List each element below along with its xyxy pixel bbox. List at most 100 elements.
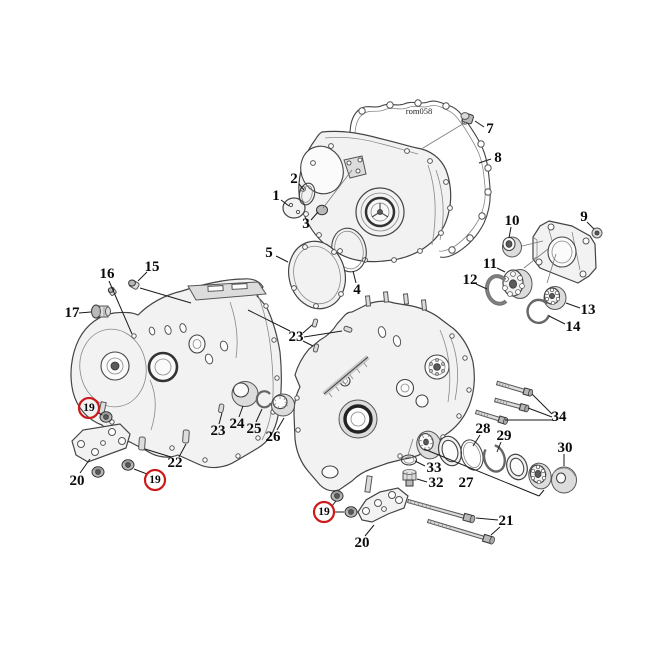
o-ring-part-2 [298, 182, 316, 206]
part-number-text: 26 [266, 429, 282, 445]
part-number-text: 10 [505, 213, 520, 229]
leader-line [247, 309, 291, 332]
part-label-13-11: 13 [565, 302, 596, 318]
part-label-20-20: 20 [355, 524, 375, 551]
part-label-19-17: 19 [133, 468, 167, 492]
part-label-14-12: 14 [548, 315, 582, 335]
leader-line [364, 524, 375, 537]
derby-cover-part-5 [288, 240, 346, 310]
bearing-small [528, 462, 552, 490]
leader-line [475, 517, 499, 521]
snap-ring-part-29 [482, 444, 506, 473]
part-number-text: 32 [429, 475, 444, 491]
part-number-text: 17 [65, 305, 81, 321]
mount-bracket-20-left [71, 423, 131, 463]
o-ring-part-33 [400, 454, 418, 466]
bolt-part-7 [460, 112, 474, 125]
leader-line [548, 315, 566, 325]
part-number-text: 14 [566, 319, 582, 335]
mount-bracket-20-right [357, 487, 409, 523]
o-ring-part-28 [460, 439, 484, 471]
part-label-5-4: 5 [265, 245, 289, 263]
part-label-1-0: 1 [272, 188, 290, 207]
leader-line [416, 478, 428, 483]
leader-line [144, 448, 172, 458]
bolts-part-21 [406, 498, 495, 545]
assembly-axis-lines [322, 121, 557, 456]
part-number-text: 20 [70, 473, 85, 489]
sprocket-shaft-seal-series [416, 430, 577, 494]
part-number-text: 34 [552, 409, 568, 425]
leader-line [423, 448, 540, 497]
left-crankcase [70, 278, 282, 469]
part-label-26-27: 26 [266, 417, 285, 445]
bolts-part-34 [474, 380, 534, 425]
part-label-19-18: 19 [312, 500, 344, 524]
plug-part-15 [128, 279, 140, 290]
crank-bore [338, 399, 378, 439]
part-label-21-21: 21 [475, 513, 514, 536]
part-number-text: 30 [558, 440, 573, 456]
part-label-27-28: 27 [423, 448, 545, 497]
leader-line [139, 287, 192, 304]
leader-line [475, 283, 488, 290]
leader-line [310, 211, 319, 221]
labels-layer: 1234578910111213141516171919192020212223… [65, 106, 596, 551]
part-number-text: 3 [302, 216, 310, 232]
retaining-ring-part-25 [255, 390, 272, 409]
bearing-part-11 [502, 269, 533, 299]
clutch-dome [355, 187, 405, 237]
part-label-15-13: 15 [137, 259, 192, 304]
part-label-12-10: 12 [463, 272, 488, 290]
case-stud [364, 475, 373, 493]
part-label-33-33: 33 [414, 460, 442, 476]
part-number-text: 24 [230, 416, 246, 432]
drain-plug-part-32 [402, 469, 417, 487]
bearing-part-10 [502, 236, 522, 258]
part-number-text: 27 [459, 475, 475, 491]
part-label-17-15: 17 [65, 305, 92, 321]
part-label-11-9: 11 [483, 256, 506, 273]
dowel-pins [138, 318, 353, 451]
part-number-text: 19 [318, 506, 330, 518]
plug-part-17 [91, 304, 111, 319]
part-number-text: 13 [581, 302, 596, 318]
leader-line [275, 255, 289, 263]
bearing-part-13 [543, 286, 567, 310]
part-number-text: 7 [486, 121, 494, 137]
part-number-text: 23 [289, 329, 304, 345]
part-label-24-25: 24 [230, 405, 246, 432]
part-label-23-24: 23 [247, 309, 343, 347]
leader-line [303, 330, 343, 338]
leader-line [352, 270, 357, 284]
primary-cover [298, 130, 453, 263]
leader-line [298, 183, 305, 191]
highlight-circle-19 [143, 468, 167, 492]
part-number-text: 8 [494, 150, 502, 166]
part-number-text: 19 [83, 402, 95, 414]
leader-line [496, 267, 506, 273]
part-number-text: 15 [145, 259, 160, 275]
leader-line [538, 489, 545, 497]
part-number-text: 29 [497, 428, 512, 444]
part-number-text: 23 [211, 423, 226, 439]
part-number-text: 12 [463, 272, 478, 288]
part-number-text: 11 [483, 256, 497, 272]
leader-line [137, 271, 148, 282]
leader-line [478, 158, 492, 164]
part-label-28-29: 28 [472, 421, 491, 447]
part-number-text: 28 [476, 421, 491, 437]
retaining-ring-part-12 [485, 274, 508, 306]
leader-line [490, 526, 501, 536]
leader-line [178, 443, 187, 458]
part-label-30-31: 30 [558, 440, 573, 466]
snap-ring-part-14 [526, 298, 551, 325]
leader-line [238, 405, 244, 418]
primary-cover-gasket [349, 99, 492, 258]
leader-line [133, 468, 148, 475]
leader-line [108, 280, 133, 335]
highlight-circle-19 [312, 500, 336, 524]
cap-part-1 [282, 197, 306, 219]
part-number-text: 2 [290, 171, 298, 187]
